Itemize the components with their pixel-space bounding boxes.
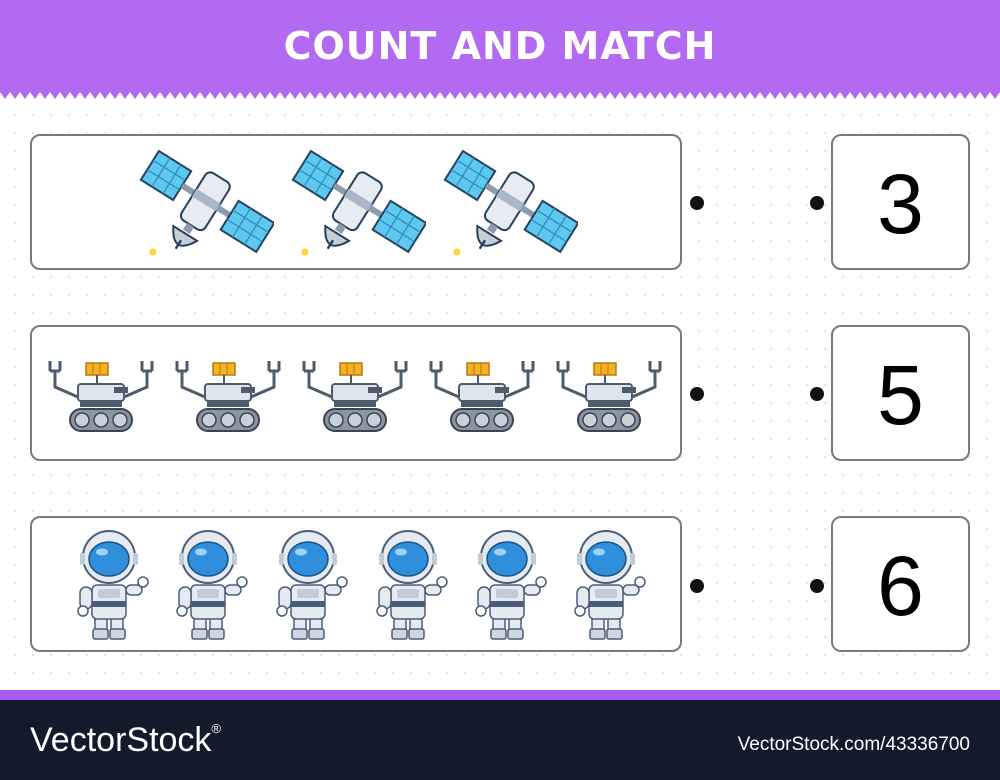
astronaut-icon	[68, 529, 150, 643]
registered-mark: ®	[211, 721, 222, 736]
astronaut-icon	[367, 529, 449, 643]
left-match-dot-3[interactable]	[690, 579, 704, 593]
astronaut-icon	[565, 529, 647, 643]
satellite-icon	[290, 148, 428, 260]
satellite-icon	[138, 148, 276, 260]
title-banner: COUNT AND MATCH	[0, 0, 1000, 100]
astronaut-items	[32, 518, 680, 650]
moon-rover-icon	[169, 357, 287, 435]
answer-box-1[interactable]: 3	[831, 134, 970, 270]
moon-rover-icon	[42, 357, 160, 435]
answer-box-2[interactable]: 5	[831, 325, 970, 461]
answer-number-2: 5	[877, 348, 924, 442]
satellite-row-box	[30, 134, 682, 270]
answer-number-3: 6	[877, 539, 924, 633]
moon-rover-icon	[423, 357, 541, 435]
left-match-dot-1[interactable]	[690, 196, 704, 210]
left-match-dot-2[interactable]	[690, 387, 704, 401]
moon-rover-icon	[550, 357, 668, 435]
rover-items	[32, 327, 680, 459]
vectorstock-logo: VectorStock®	[30, 721, 221, 760]
stock-id: VectorStock.com/43336700	[737, 734, 970, 755]
answer-box-3[interactable]: 6	[831, 516, 970, 652]
brand-name: VectorStock	[30, 721, 212, 759]
worksheet-area: 3 5 6	[0, 100, 1000, 690]
watermark-footer: VectorStock® VectorStock.com/43336700	[0, 700, 1000, 780]
answer-number-1: 3	[877, 157, 924, 251]
astronaut-icon	[466, 529, 548, 643]
right-match-dot-3[interactable]	[810, 579, 824, 593]
moon-rover-icon	[296, 357, 414, 435]
astronaut-icon	[267, 529, 349, 643]
satellite-items	[32, 136, 680, 268]
rover-row-box	[30, 325, 682, 461]
worksheet-title: COUNT AND MATCH	[283, 24, 717, 68]
footer-accent-strip	[0, 690, 1000, 700]
right-match-dot-1[interactable]	[810, 196, 824, 210]
satellite-icon	[442, 148, 580, 260]
banner-shape	[0, 0, 1000, 99]
right-match-dot-2[interactable]	[810, 387, 824, 401]
astronaut-icon	[167, 529, 249, 643]
astronaut-row-box	[30, 516, 682, 652]
